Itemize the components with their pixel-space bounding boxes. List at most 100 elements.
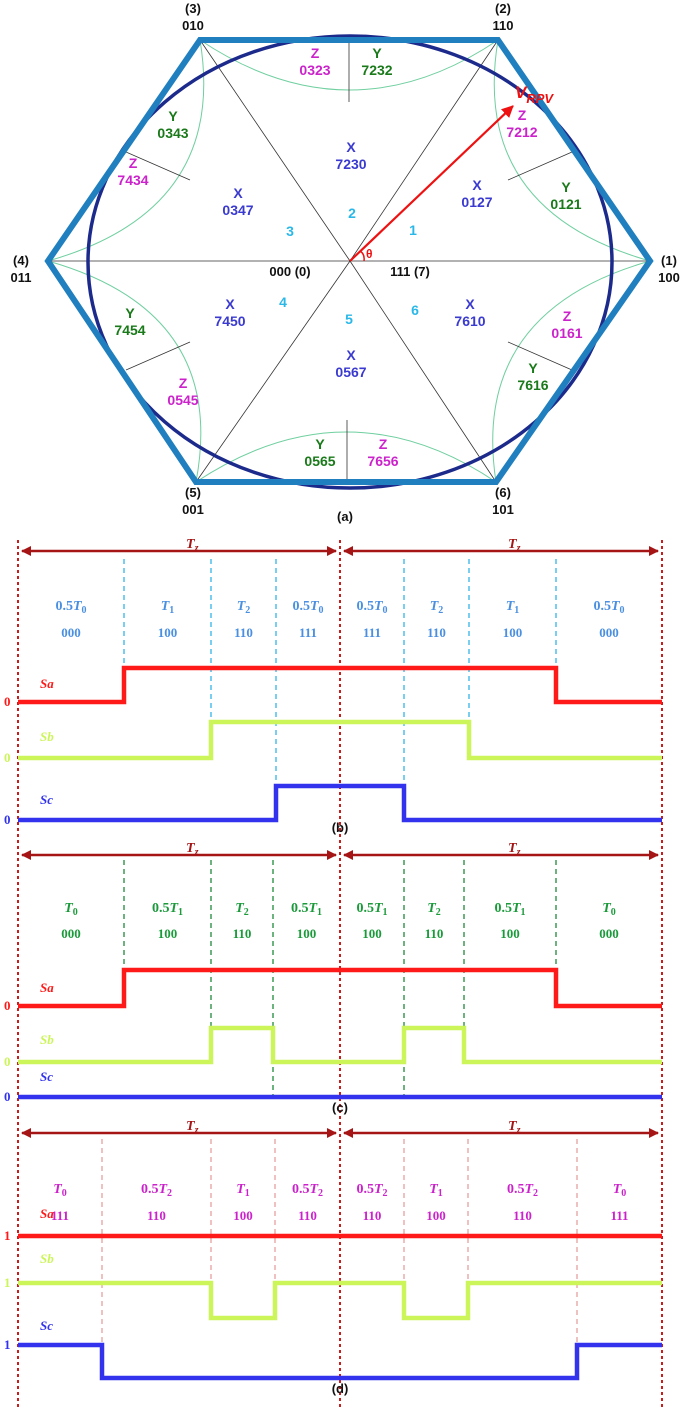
x-region-code: 7610 [454, 313, 485, 329]
interval-state-code: 100 [500, 926, 520, 941]
tz-label-main: T [186, 1119, 196, 1134]
y-region-code: 7232 [361, 62, 392, 78]
waveform-sa [18, 967, 662, 1009]
interval-duration-label: 0.5T0 [356, 599, 387, 616]
interval-state-code: 110 [234, 625, 253, 640]
y-region-letter: Y [125, 305, 135, 321]
interval-duration-label: 0.5T1 [494, 901, 525, 918]
duration-symbol: T [308, 901, 318, 916]
duration-symbol: T [374, 1182, 384, 1197]
interval-duration-label: T2 [235, 901, 249, 918]
signal-level-sb: 0 [4, 750, 11, 765]
interval-duration-label: 0.5T0 [55, 599, 86, 616]
duration-subscript: 0 [383, 605, 388, 616]
tz-label-sub: z [516, 1125, 521, 1136]
interval-state-code: 000 [61, 625, 81, 640]
duration-symbol: T [374, 901, 384, 916]
hexagon-outline [44, 37, 654, 485]
interval-duration-label: T0 [602, 901, 616, 918]
sector-numbers: 1 2 3 4 5 6 [279, 205, 419, 327]
duration-subscript: 2 [438, 605, 443, 616]
interval-duration-label: 0.5T1 [291, 901, 322, 918]
signal-label-sc: Sc [40, 792, 53, 807]
interval-state-code: 111 [51, 1208, 69, 1223]
duration-symbol: T [611, 599, 621, 614]
duration-subscript: 0 [82, 605, 87, 616]
interval-duration-label: 0.5T0 [593, 599, 624, 616]
sector-number-6: 6 [411, 302, 419, 318]
z-region-code: 0161 [551, 325, 582, 341]
vertex-1-code: 100 [658, 270, 680, 285]
interval-duration-label: 0.5T2 [356, 1182, 387, 1199]
duration-symbol: T [169, 901, 179, 916]
duration-coefficient: 0.5 [292, 1182, 310, 1197]
tz-label-main: T [186, 841, 196, 856]
x-region-code: 0567 [335, 364, 366, 380]
interval-state-code: 100 [233, 1208, 253, 1223]
signal-label-sc: Sc [40, 1069, 53, 1084]
vector-label-sub: RPV [526, 91, 554, 106]
duration-symbol: T [374, 599, 384, 614]
waveform-sc [18, 783, 662, 823]
signal-level-sa: 0 [4, 998, 11, 1013]
tz-label: Tz [508, 537, 521, 554]
y-region-letter: Y [168, 108, 178, 124]
y-region-letter: Y [561, 179, 571, 195]
duration-symbol: T [309, 1182, 319, 1197]
interval-state-code: 110 [147, 1208, 166, 1223]
duration-symbol: T [613, 1182, 623, 1197]
z-regions: Z 7212 Z 0323 Z 7434 Z 0545 Z 7656 Z 016… [117, 45, 582, 469]
vertex-5-index: (5) [185, 485, 201, 500]
interval-state-code: 000 [61, 926, 81, 941]
arc-top [199, 39, 499, 91]
duration-subscript: 1 [317, 907, 322, 918]
y-region-letter: Y [372, 45, 382, 61]
arc-upper-left [47, 39, 205, 262]
interval-duration-label: 0.5T2 [141, 1182, 172, 1199]
duration-coefficient: 0.5 [152, 901, 170, 916]
duration-subscript: 2 [436, 907, 441, 918]
waveform-sb [18, 1025, 662, 1065]
z-region-code: 0545 [167, 392, 198, 408]
x-region-code: 7230 [335, 156, 366, 172]
interval-state-code: 110 [363, 1208, 382, 1223]
vector-label-main: V [515, 83, 528, 102]
signal-label-sa: Sa [40, 980, 54, 995]
duration-subscript: 2 [383, 1188, 388, 1199]
duration-symbol: T [64, 901, 74, 916]
vector-label: VRPV [515, 83, 554, 106]
arc-bottom [195, 431, 497, 483]
duration-symbol: T [73, 599, 83, 614]
duration-symbol: T [427, 901, 437, 916]
x-region-code: 0127 [461, 194, 492, 210]
duration-symbol: T [602, 901, 612, 916]
tz-label: Tz [186, 841, 199, 858]
duration-subscript: 1 [169, 605, 174, 616]
vertex-6-code: 101 [492, 502, 514, 517]
duration-subscript: 0 [62, 1188, 67, 1199]
tz-label: Tz [508, 841, 521, 858]
signal-level-sb: 1 [4, 1275, 11, 1290]
interval-duration-label: T1 [161, 599, 175, 616]
sector-number-5: 5 [345, 311, 353, 327]
z-region-letter: Z [179, 375, 188, 391]
tz-label-sub: z [194, 543, 199, 554]
interval-state-code: 100 [158, 625, 178, 640]
interval-state-code: 100 [362, 926, 382, 941]
tz-label-main: T [508, 841, 518, 856]
divider-lower-right [507, 341, 573, 371]
hexagon-diagram: θ VRPV (1) 100 (2) 110 (3) 010 (4) 011 (… [11, 1, 680, 524]
vertex-5-code: 001 [182, 502, 204, 517]
interval-duration-label: T2 [427, 901, 441, 918]
duration-symbol: T [506, 599, 516, 614]
arc-upper-right [493, 39, 651, 262]
duration-coefficient: 0.5 [356, 901, 374, 916]
duration-subscript: 0 [73, 907, 78, 918]
divider-upper-right [507, 151, 573, 181]
sector-number-2: 2 [348, 205, 356, 221]
interval-duration-label: T1 [429, 1182, 443, 1199]
z-region-code: 7434 [117, 172, 148, 188]
duration-subscript: 2 [244, 907, 249, 918]
